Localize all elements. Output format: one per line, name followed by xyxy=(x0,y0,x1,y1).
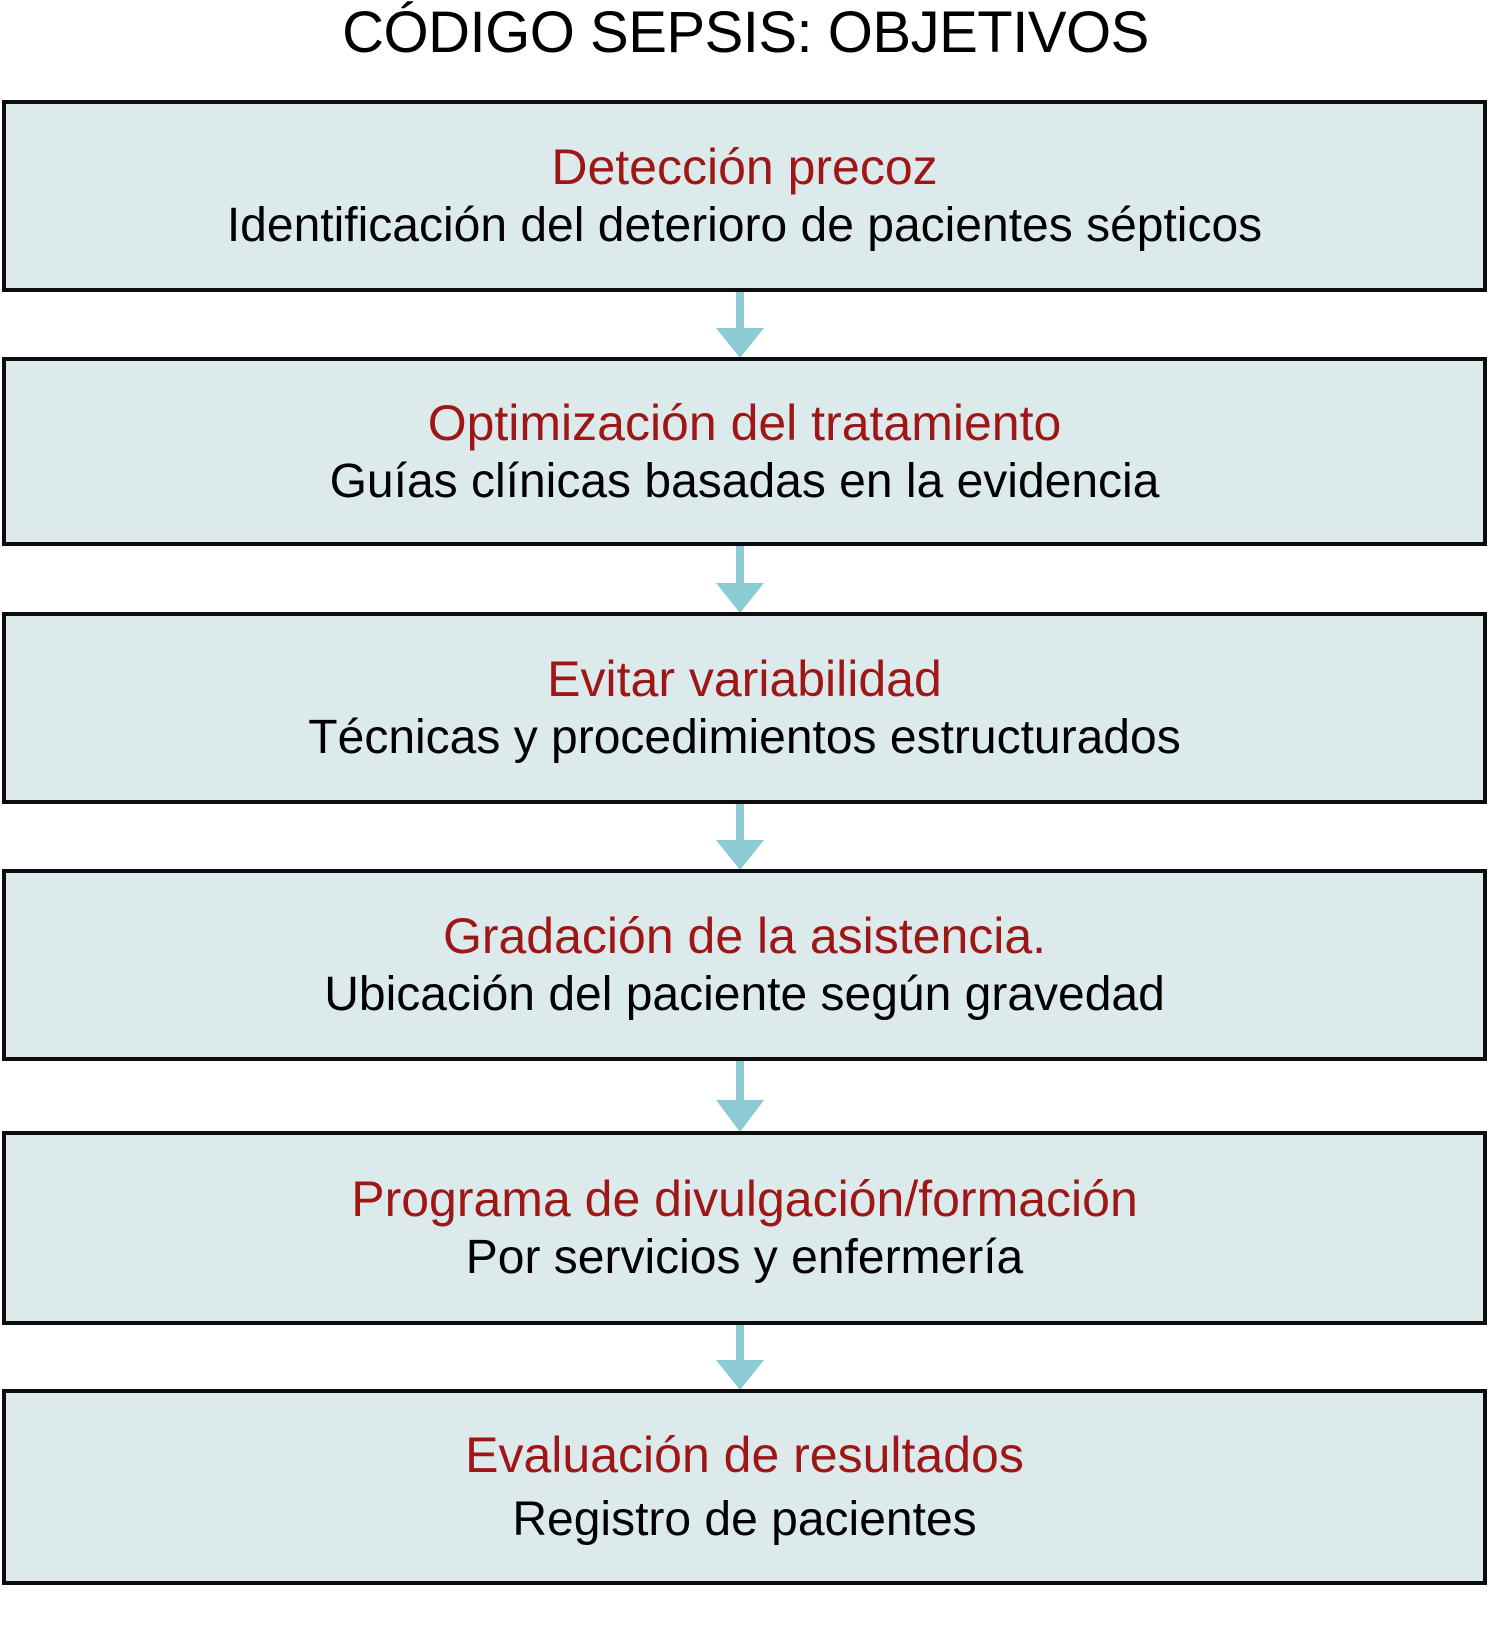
step-subtitle: Guías clínicas basadas en la evidencia xyxy=(329,454,1160,508)
flow-step-box: Gradación de la asistencia. Ubicación de… xyxy=(2,869,1487,1061)
flow-step-box: Detección precoz Identificación del dete… xyxy=(2,100,1487,292)
flow-step-box: Evitar variabilidad Técnicas y procedimi… xyxy=(2,612,1487,804)
flow-step-box: Optimización del tratamiento Guías clíni… xyxy=(2,357,1487,546)
down-arrow-icon xyxy=(716,1061,764,1132)
down-arrow-icon xyxy=(716,292,764,358)
step-subtitle: Técnicas y procedimientos estructurados xyxy=(308,711,1181,764)
down-arrow-icon xyxy=(716,1325,764,1390)
step-heading: Optimización del tratamiento xyxy=(427,394,1062,451)
step-subtitle: Ubicación del paciente según gravedad xyxy=(324,968,1165,1021)
step-subtitle: Identificación del deterioro de paciente… xyxy=(226,199,1263,252)
step-heading: Detección precoz xyxy=(551,139,938,195)
step-heading: Programa de divulgación/formación xyxy=(351,1171,1138,1227)
flow-step-box: Evaluación de resultados Registro de pac… xyxy=(2,1389,1487,1585)
flow-step-box: Programa de divulgación/formación Por se… xyxy=(2,1131,1487,1325)
page-title: CÓDIGO SEPSIS: OBJETIVOS xyxy=(342,0,1149,65)
step-heading: Gradación de la asistencia. xyxy=(442,908,1047,964)
down-arrow-icon xyxy=(716,804,764,870)
step-heading: Evitar variabilidad xyxy=(547,651,942,707)
down-arrow-icon xyxy=(716,546,764,613)
step-heading: Evaluación de resultados xyxy=(465,1427,1024,1483)
step-subtitle: Por servicios y enfermería xyxy=(465,1231,1024,1284)
step-subtitle: Registro de pacientes xyxy=(512,1493,977,1546)
